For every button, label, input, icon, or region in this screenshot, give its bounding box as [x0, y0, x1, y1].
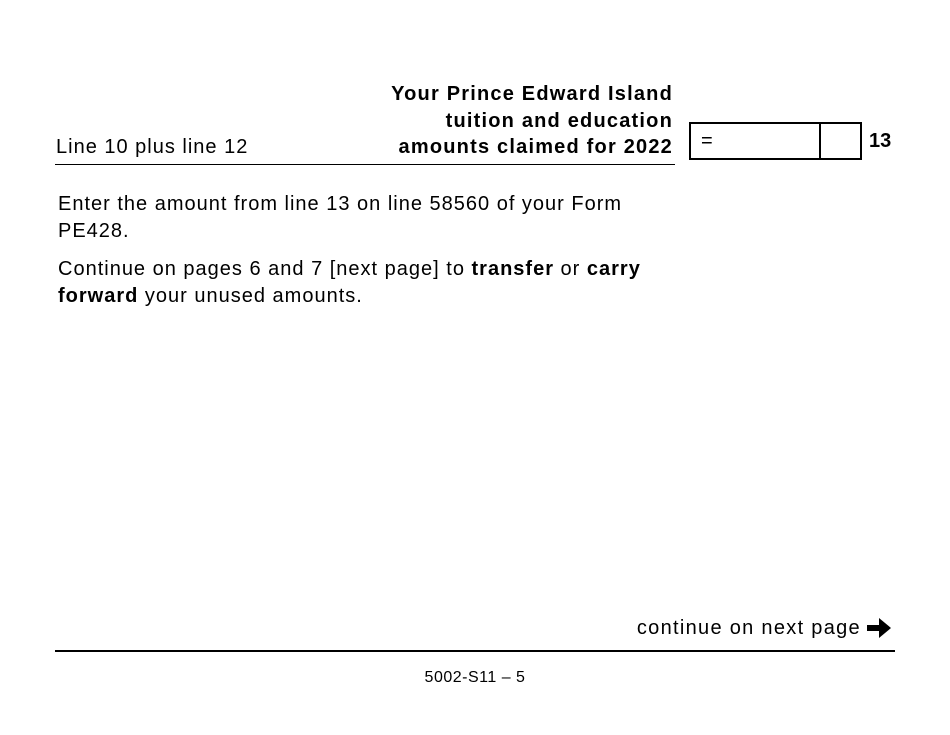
heading-line-1: Your Prince Edward Island: [391, 83, 673, 105]
amount-cents-field[interactable]: [819, 124, 862, 158]
equals-operator: =: [701, 130, 713, 152]
paragraph-text: Continue on pages 6 and 7 [next page] to: [58, 258, 472, 280]
heading-line-3: amounts claimed for 2022: [398, 136, 673, 158]
arrow-right-icon: [867, 618, 891, 638]
bold-carry-forward: carry forward: [58, 258, 641, 307]
continue-label: continue on next page: [636, 616, 861, 639]
amount-heading: Your Prince Edward Island tuition and ed…: [391, 81, 673, 161]
amount-dollars-input[interactable]: [717, 126, 819, 158]
paragraph-text: or: [554, 258, 587, 280]
heading-line-2: tuition and education: [445, 109, 673, 132]
line-number: 13: [869, 130, 892, 152]
bold-transfer: transfer: [471, 258, 554, 280]
paragraph-text: your unused amounts.: [138, 284, 363, 307]
instruction-paragraph-1: Enter the amount from line 13 on line 58…: [58, 193, 623, 242]
amount-field-box[interactable]: =: [689, 122, 862, 160]
divider-line: [55, 164, 675, 165]
page-footer: 5002-S11 – 5: [424, 669, 526, 686]
line-label: Line 10 plus line 12: [56, 136, 249, 158]
continue-next-page-link[interactable]: continue on next page: [637, 616, 893, 640]
footer-divider: [55, 650, 895, 652]
instruction-paragraph-2: Continue on pages 6 and 7 [next page] to…: [58, 256, 698, 309]
